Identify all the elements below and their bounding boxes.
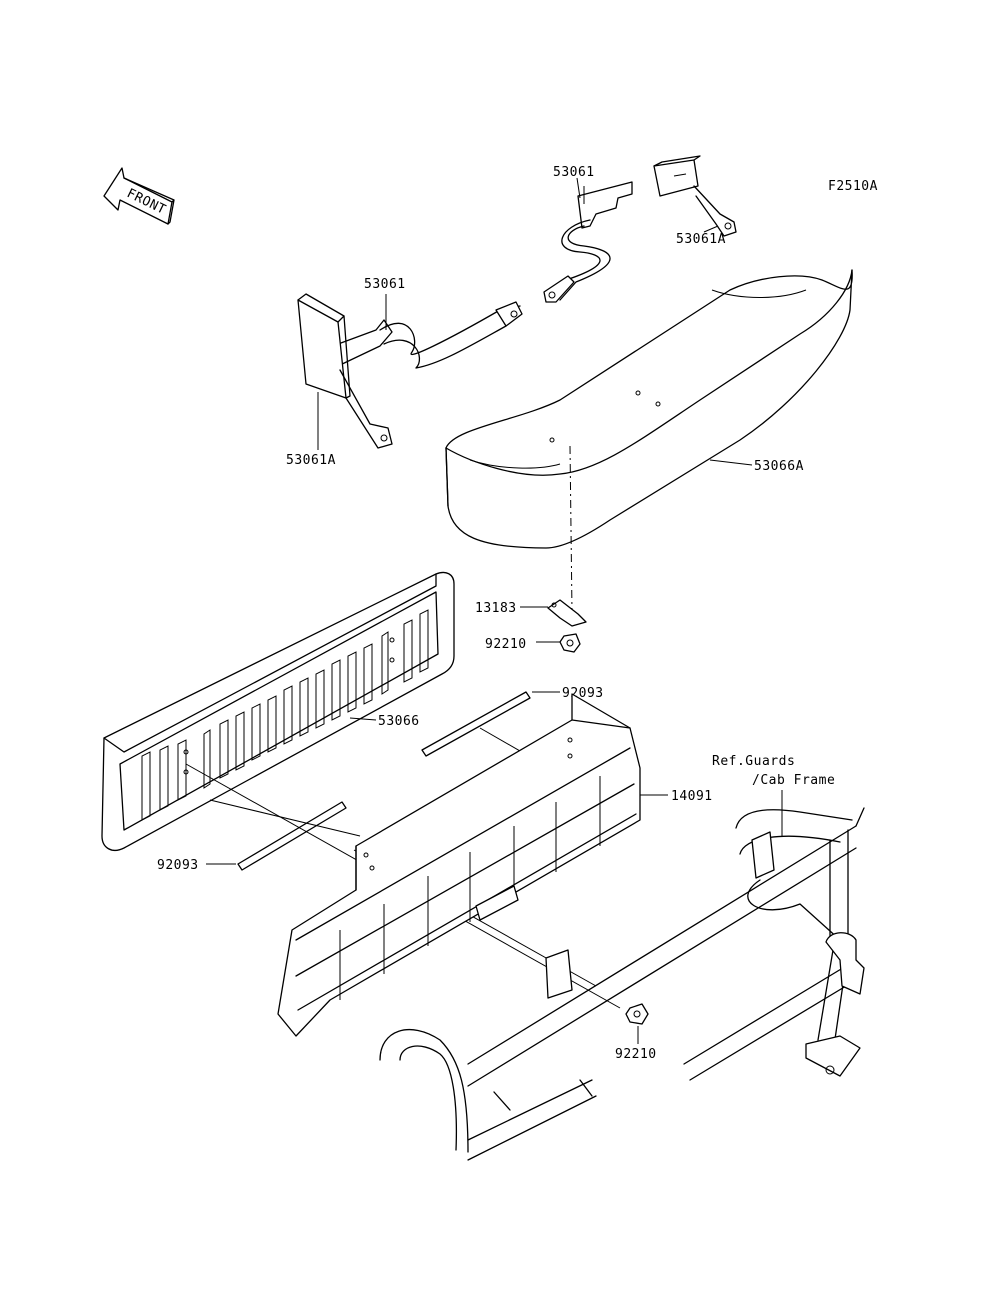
label-53061A-left: 53061A	[286, 453, 336, 468]
nut-top	[559, 633, 581, 653]
label-53061-top: 53061	[553, 165, 595, 180]
seat-buckle-left	[297, 293, 393, 449]
seat-strap-top	[543, 181, 633, 303]
frame-ribs	[339, 776, 601, 1000]
seat-bracket	[547, 599, 587, 627]
label-53066A: 53066A	[754, 459, 804, 474]
label-53061-middle: 53061	[364, 277, 406, 292]
label-14091: 14091	[671, 789, 713, 804]
rod-left	[237, 801, 347, 871]
seat-buckle-top	[653, 155, 737, 237]
rod-top	[421, 691, 531, 757]
seat-strap-middle	[321, 301, 523, 369]
label-92210-bottom: 92210	[615, 1047, 657, 1062]
label-cab-frame: /Cab Frame	[752, 773, 835, 788]
label-92210-top: 92210	[485, 637, 527, 652]
label-53066: 53066	[378, 714, 420, 729]
figure-code: F2510A	[828, 179, 878, 194]
backrest-slots	[141, 609, 429, 821]
front-arrow-icon: FRONT	[103, 167, 175, 225]
label-53061A-top: 53061A	[676, 232, 726, 247]
backrest-frame	[277, 693, 641, 1037]
backrest-panel	[101, 571, 455, 851]
label-92093-left: 92093	[157, 858, 199, 873]
nut-bottom	[625, 1003, 649, 1025]
label-92093-top: 92093	[562, 686, 604, 701]
label-ref-guards: Ref.Guards	[712, 754, 795, 769]
seat-cushion	[445, 269, 853, 549]
cab-frame	[379, 807, 865, 1161]
label-13183: 13183	[475, 601, 517, 616]
